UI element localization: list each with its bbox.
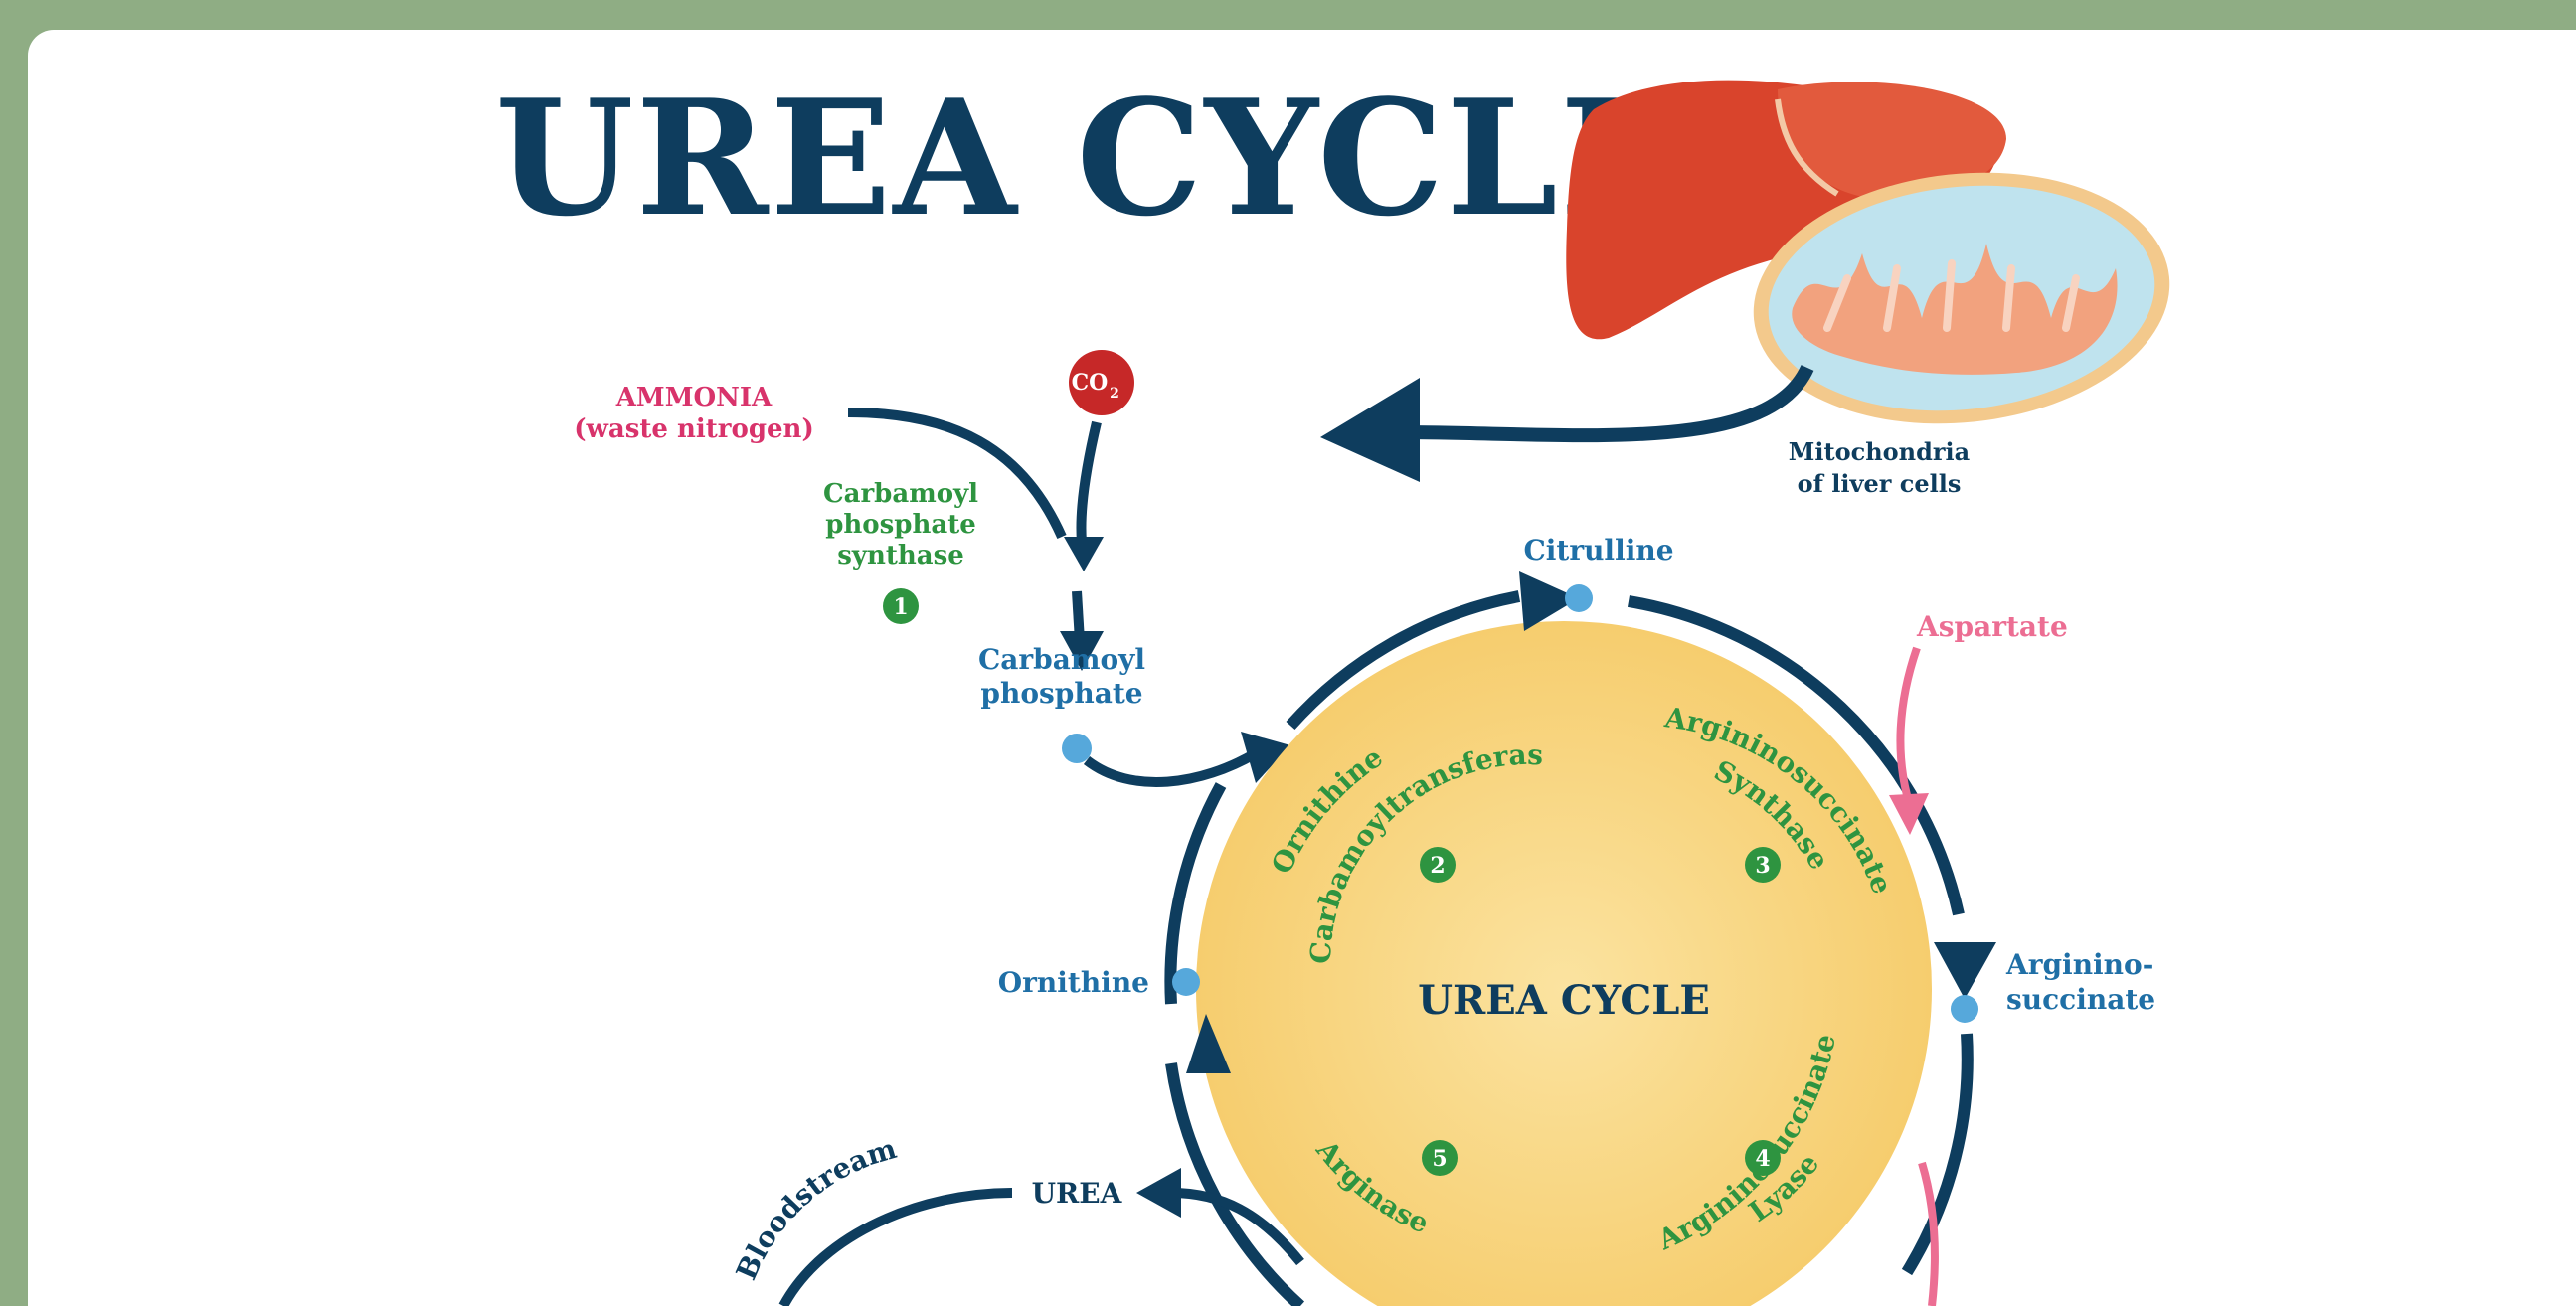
- citrulline-label: Citrulline: [1523, 534, 1673, 567]
- enzyme2-number: 2: [1430, 853, 1445, 879]
- argininosuccinate-line1: Arginino-: [2005, 948, 2153, 981]
- urea-label: UREA: [1032, 1177, 1123, 1210]
- carbamoyl-entry-arrow: [1087, 753, 1256, 782]
- carbamoyl-phosphate-line1: Carbamoyl: [978, 643, 1145, 676]
- ornithine-label: Ornithine: [998, 966, 1149, 999]
- page-title: UREA CYCLE: [495, 65, 1683, 251]
- enzyme1-number: 1: [893, 594, 908, 620]
- aspartate-label: Aspartate: [1916, 610, 2068, 643]
- enzyme4-number: 4: [1755, 1146, 1770, 1172]
- urea-cycle-diagram: UREA CYCLE Mitochondria of liver cells A…: [28, 30, 2576, 1306]
- mitochondria-arrow-shaft: [1400, 368, 1807, 435]
- ornithine-node: [1172, 968, 1200, 996]
- ammonia-sublabel: (waste nitrogen): [574, 414, 814, 444]
- merge-arrowhead: [1064, 537, 1104, 571]
- enzyme1-line3: synthase: [837, 541, 964, 571]
- co2-label: CO: [1072, 370, 1109, 396]
- enzyme5-number: 5: [1432, 1146, 1447, 1172]
- urea-cycle-disc: [1196, 621, 1932, 1306]
- enzyme1-line2: phosphate: [825, 510, 976, 540]
- enzyme3-number: 3: [1755, 853, 1770, 879]
- cycle-center-label: UREA CYCLE: [1418, 977, 1710, 1024]
- citrulline-node: [1565, 584, 1593, 612]
- enzyme1-line1: Carbamoyl: [823, 479, 978, 509]
- mitochondria-arrow-head: [1320, 378, 1420, 482]
- argininosuccinate-line2: succinate: [2006, 983, 2155, 1016]
- carbamoyl-phosphate-line2: phosphate: [980, 677, 1142, 710]
- bloodstream-arrow: [783, 1193, 1012, 1306]
- co2-arrow: [1082, 422, 1097, 542]
- argininosuccinate-node: [1951, 995, 1978, 1023]
- urea-output-arrowhead: [1136, 1168, 1181, 1218]
- aspartate-arrow: [1900, 648, 1917, 795]
- diagram-panel: UREA CYCLE Mitochondria of liver cells A…: [28, 30, 2576, 1306]
- mitochondria-caption-line1: Mitochondria: [1789, 437, 1970, 466]
- carbamoyl-phosphate-node: [1062, 734, 1092, 763]
- ammonia-label: AMMONIA: [615, 383, 773, 412]
- co2-subscript: 2: [1110, 386, 1119, 402]
- argininosuccinate-arrowhead: [1934, 942, 1996, 999]
- mitochondria-caption-line2: of liver cells: [1798, 469, 1962, 498]
